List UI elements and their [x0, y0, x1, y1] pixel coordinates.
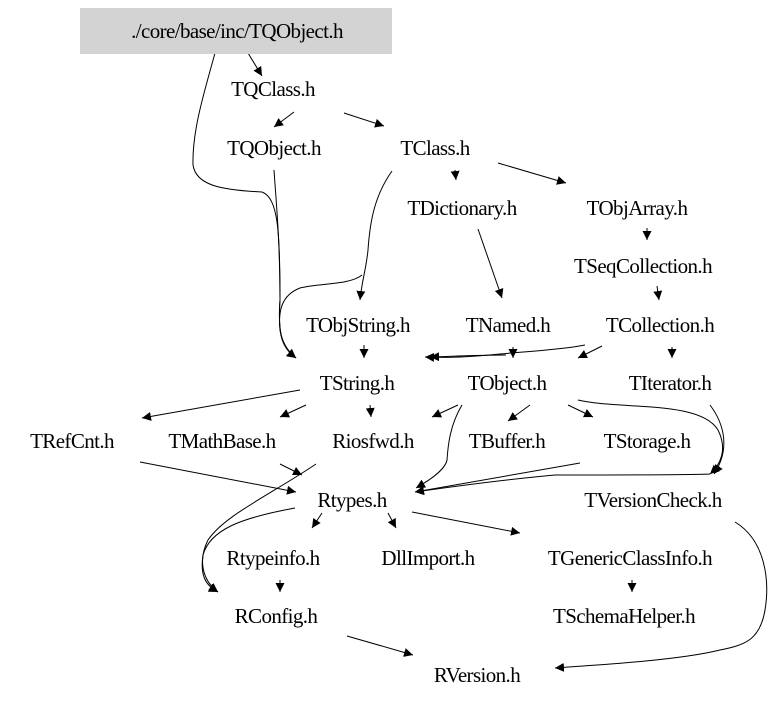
- node-label: TBuffer.h: [469, 429, 547, 453]
- node-tobject[interactable]: TObject.h: [468, 371, 548, 395]
- node-label: RConfig.h: [235, 604, 319, 628]
- node-label: TObjString.h: [306, 313, 411, 337]
- node-tstring[interactable]: TString.h: [320, 371, 396, 395]
- node-tqobject[interactable]: TQObject.h: [227, 136, 322, 160]
- node-tqclass[interactable]: TQClass.h: [231, 77, 317, 101]
- node-tversioncheck[interactable]: TVersionCheck.h: [584, 488, 723, 512]
- node-rversion[interactable]: RVersion.h: [434, 663, 522, 687]
- edge-tqclass-to-tclass: [343, 112, 385, 128]
- node-riosfwd[interactable]: Riosfwd.h: [332, 429, 415, 453]
- edge-rtypes-to-rtypeinfo: [311, 512, 323, 529]
- node-label: TSeqCollection.h: [574, 254, 713, 278]
- edge-tstring-to-tmathbase: [279, 404, 307, 418]
- node-rconfig[interactable]: RConfig.h: [235, 604, 319, 628]
- edge-riosfwd-to-rconfig: [202, 463, 317, 593]
- node-label: TClass.h: [400, 136, 470, 160]
- node-tschemahelper[interactable]: TSchemaHelper.h: [553, 604, 697, 628]
- node-dllimport[interactable]: DllImport.h: [381, 546, 476, 570]
- node-tclass[interactable]: TClass.h: [400, 136, 471, 160]
- edge-root-to-tqclass: [247, 52, 263, 77]
- edge-tobject-to-tstorage: [567, 404, 594, 418]
- edge-tobject-to-rtypes: [415, 404, 463, 489]
- edge-titerator-to-tversioncheck: [709, 404, 725, 475]
- node-label: Riosfwd.h: [332, 429, 415, 453]
- edge-rtypes-to-dllimport: [387, 512, 397, 529]
- edge-tcollection-to-tobject: [577, 345, 603, 359]
- edge-rtypes-to-tgenericclassinfo: [411, 511, 521, 536]
- edge-tdictionary-to-tnamed: [477, 228, 504, 299]
- node-label: ./core/base/inc/TQObject.h: [131, 19, 344, 43]
- edge-tclass-to-tobjarray: [497, 162, 567, 185]
- node-label: TCollection.h: [606, 313, 715, 337]
- node-label: TMathBase.h: [168, 429, 276, 453]
- node-label: TQObject.h: [227, 136, 322, 160]
- edge-tqclass-to-tqobject: [273, 111, 295, 128]
- edge-tseqcollection-to-tcollection: [653, 285, 663, 301]
- node-label: Rtypes.h: [317, 488, 387, 512]
- edge-tclass-to-tdictionary: [450, 169, 460, 181]
- node-tobjstring[interactable]: TObjString.h: [306, 313, 412, 337]
- node-rtypeinfo[interactable]: Rtypeinfo.h: [226, 546, 321, 570]
- node-tbuffer[interactable]: TBuffer.h: [469, 429, 547, 453]
- node-label: TObjArray.h: [587, 196, 689, 220]
- edge-tobject-to-riosfwd: [431, 404, 459, 418]
- node-root[interactable]: ./core/base/inc/TQObject.h: [80, 8, 392, 54]
- edge-tclass-to-tobjstring: [356, 170, 393, 301]
- node-tnamed[interactable]: TNamed.h: [466, 313, 552, 337]
- edge-tqobject-to-tstring: [273, 169, 297, 359]
- edge-tstorage-to-rtypes: [414, 462, 581, 495]
- node-tdictionary[interactable]: TDictionary.h: [407, 196, 518, 220]
- node-tgenericclassinfo[interactable]: TGenericClassInfo.h: [548, 546, 714, 570]
- edge-tnamed-to-tstring: [429, 352, 507, 362]
- edge-rtypes-to-rconfig: [201, 507, 296, 593]
- node-tmathbase[interactable]: TMathBase.h: [168, 429, 277, 453]
- node-label: TIterator.h: [629, 371, 713, 395]
- edge-tcollection-to-tstring: [424, 344, 586, 362]
- node-titerator[interactable]: TIterator.h: [629, 371, 713, 395]
- node-trefcnt[interactable]: TRefCnt.h: [30, 429, 116, 453]
- node-tseqcollection[interactable]: TSeqCollection.h: [574, 254, 714, 278]
- node-tcollection[interactable]: TCollection.h: [606, 313, 716, 337]
- edge-tversioncheck-to-rtypes: [414, 473, 711, 496]
- node-tstorage[interactable]: TStorage.h: [604, 429, 692, 453]
- node-label: TGenericClassInfo.h: [548, 546, 713, 570]
- node-label: TSchemaHelper.h: [553, 604, 696, 628]
- node-label: TRefCnt.h: [30, 429, 115, 453]
- node-label: RVersion.h: [434, 663, 521, 687]
- edge-rconfig-to-rversion: [346, 635, 414, 657]
- edge-tversioncheck-to-rversion: [554, 521, 768, 672]
- node-label: TQClass.h: [231, 77, 316, 101]
- edge-tmathbase-to-rtypes: [279, 463, 303, 476]
- edge-tobject-to-tversioncheck: [577, 399, 723, 475]
- edge-tclass-to-tstring: [279, 274, 363, 359]
- edge-tobject-to-tbuffer: [507, 404, 531, 422]
- node-label: TString.h: [320, 371, 396, 395]
- node-label: DllImport.h: [381, 546, 475, 570]
- node-label: TStorage.h: [604, 429, 692, 453]
- node-label: TNamed.h: [466, 313, 552, 337]
- edge-tstring-to-riosfwd: [365, 404, 375, 418]
- node-label: TDictionary.h: [407, 196, 517, 220]
- node-label: Rtypeinfo.h: [226, 546, 320, 570]
- node-tobjarray[interactable]: TObjArray.h: [587, 196, 689, 220]
- edge-tstring-to-trefcnt: [141, 389, 301, 421]
- node-label: TVersionCheck.h: [584, 488, 722, 512]
- node-label: TObject.h: [468, 371, 548, 395]
- root-node-box: [80, 8, 392, 54]
- node-rtypes[interactable]: Rtypes.h: [317, 488, 388, 512]
- edge-trefcnt-to-rtypes: [139, 461, 297, 495]
